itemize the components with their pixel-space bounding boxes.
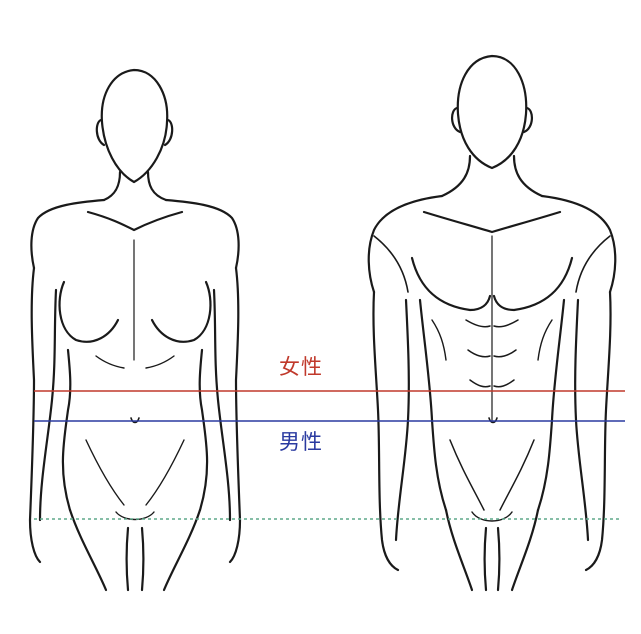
male-head (456, 54, 528, 170)
male-figure-icon (367, 54, 617, 592)
male-label: 男性 (279, 430, 323, 454)
female-label: 女性 (279, 355, 323, 379)
female-figure-icon (28, 68, 242, 592)
female-head (100, 68, 169, 184)
